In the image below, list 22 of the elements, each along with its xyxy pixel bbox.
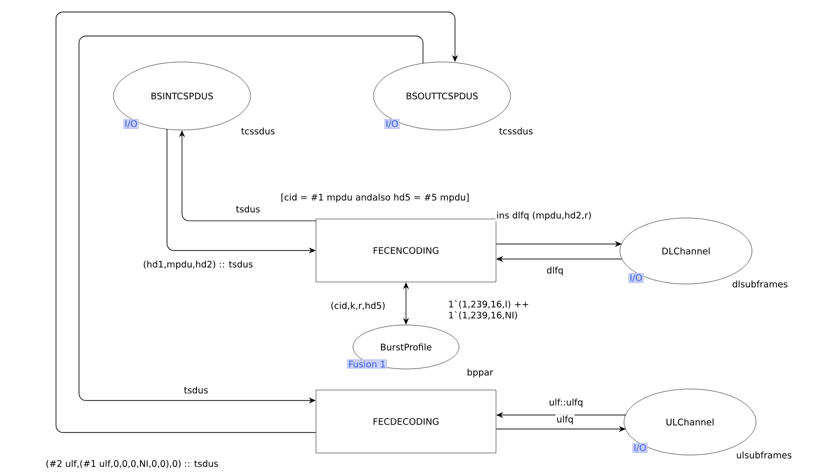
place-annotation: tcssdus	[241, 128, 275, 134]
arc-inscription: dlfq	[545, 266, 565, 276]
arc-inscription: (cid,k,r,hd5)	[330, 300, 386, 311]
port-tag: I/O	[628, 273, 644, 283]
transition-box: FECDECODING	[316, 390, 496, 454]
arc-inscription: (hd1,mpdu,hd2) :: tsdus	[142, 260, 254, 270]
port-tag: I/O	[632, 443, 648, 453]
place-annotation: [cid = #1 mpdu andalso hd5 = #5 mpdu]	[281, 194, 469, 202]
place-annotation: tcssdus	[499, 128, 533, 134]
arc-inscription: tsdus	[234, 204, 262, 214]
port-tag: Fusion 1	[347, 359, 387, 369]
arc-inscription: ulfq	[555, 414, 575, 426]
arc-inscription: tsdus	[182, 386, 210, 394]
port-tag: I/O	[123, 119, 139, 129]
arc-inscription: ulf::ulfq	[548, 398, 584, 408]
arc-inscription: (#2 ulf,(#1 ulf,0,0,0,NI,0,0),0) :: tsdus	[44, 458, 220, 469]
transition-box: FECENCODING	[316, 218, 496, 282]
arc-inscription: ins dlfq (mpdu,hd2,r)	[495, 210, 593, 222]
port-tag: I/O	[384, 119, 400, 129]
place-annotation: 1`(1,239,16,I) ++ 1`(1,239,16,NI)	[449, 300, 528, 320]
arc-arrow	[56, 12, 458, 433]
place-annotation: bppar	[468, 368, 494, 378]
